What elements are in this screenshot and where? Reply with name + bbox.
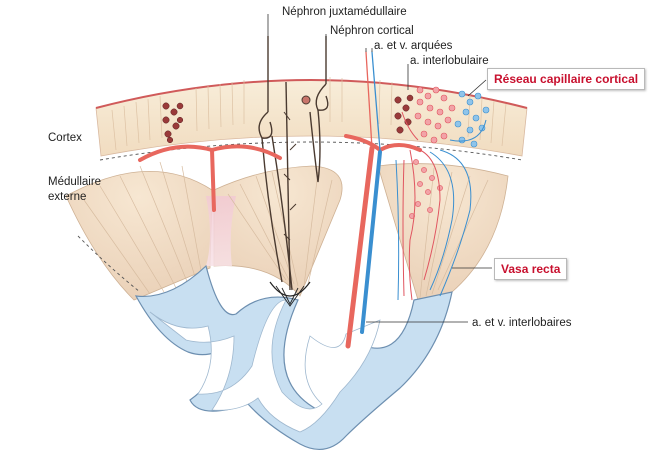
label-nephron-juxtamedullaire: Néphron juxtamédullaire [282, 6, 407, 18]
renal-pelvis [134, 264, 453, 451]
label-vasa-recta: Vasa recta [494, 258, 568, 280]
label-outer-medulla-line2: externe [48, 191, 87, 203]
label-arcuate-vessels: a. et v. arquées [374, 40, 453, 52]
medullary-pyramids [65, 161, 509, 301]
label-cortical-capillary-network: Réseau capillaire cortical [487, 68, 646, 90]
cortical-capillary-network [395, 86, 490, 301]
arcuate-vessels-left [138, 144, 282, 212]
label-interlobular-artery: a. interlobulaire [410, 55, 489, 67]
label-interlobar-vessels: a. et v. interlobaires [472, 317, 572, 329]
label-outer-medulla-line1: Médullaire [48, 176, 102, 188]
cortex-band [95, 77, 528, 161]
glomeruli-left [162, 94, 414, 144]
interlobar-vessels [344, 51, 422, 349]
label-nephron-cortical: Néphron cortical [330, 25, 414, 37]
label-cortex: Cortex [48, 132, 82, 144]
leader-lines [267, 14, 492, 323]
cortical-nephron [301, 36, 329, 183]
